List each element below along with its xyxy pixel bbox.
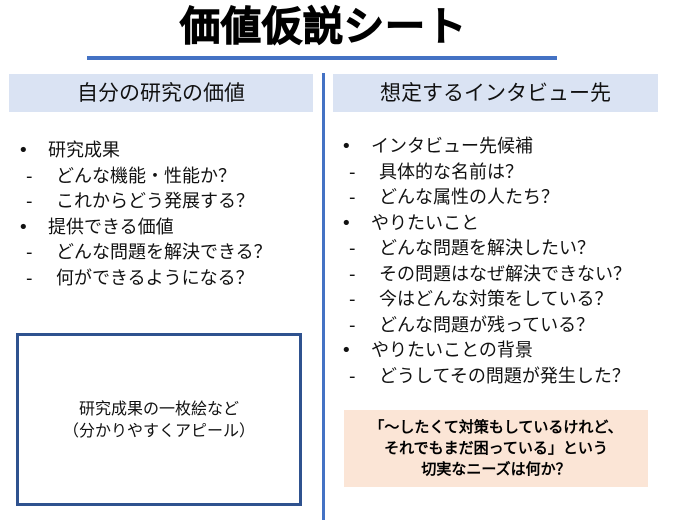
column-divider [322, 73, 325, 520]
research-value-list: •研究成果 -どんな機能・性能か？ -これからどう発展する？ •提供できる価値 … [18, 138, 272, 291]
list-item: • やりたいことの背景 [341, 338, 631, 364]
dash-icon: - [26, 242, 33, 263]
list-item-text: 具体的な名前は？ [379, 161, 523, 183]
list-item: - どんな機能・性能か？ [18, 164, 272, 190]
list-item-text: 研究成果 [48, 140, 120, 161]
list-item-text: どんな問題を解決できる？ [56, 242, 272, 263]
list-item: - 何ができるようになる？ [18, 266, 272, 292]
research-image-placeholder: 研究成果の一枚絵など （分かりやすくアピール） [16, 333, 302, 506]
list-item: - どんな属性の人たち？ [341, 185, 631, 211]
list-item-text: その問題はなぜ解決できない？ [379, 263, 631, 285]
page-title: 価値仮説シート [179, 3, 467, 50]
list-item-text: 提供できる価値 [48, 216, 174, 238]
right-column-header: 想定するインタビュー先 [333, 74, 658, 112]
callout-line2: それでもまだ困っている」という [384, 439, 608, 457]
bullet-icon: • [341, 340, 352, 361]
dash-icon: - [349, 289, 356, 310]
dash-icon: - [26, 191, 33, 212]
list-item-text: どんな機能・性能か？ [56, 165, 236, 187]
list-item-text: どんな属性の人たち？ [379, 187, 559, 208]
interviewee-list: • インタビュー先候補 - 具体的な名前は？ - どんな属性の人たち？ • やりたいこと… [341, 134, 631, 389]
list-item: • 研究成果 [18, 138, 272, 164]
list-item: - 今はどんな対策をしている？ [341, 287, 631, 313]
list-item: - これからどう発展する？ [18, 189, 272, 215]
list-item-text: どんな問題が残っている？ [379, 314, 595, 336]
callout-line3: 切実なニーズは何か？ [421, 460, 571, 478]
list-item-text: インタビュー先候補 [371, 136, 533, 157]
dash-icon: - [349, 365, 356, 387]
list-item: • 提供できる価値 [18, 215, 272, 241]
list-item-text: どうしてその問題が発生した？ [379, 365, 630, 387]
list-item-text: どんな問題を解決したい？ [379, 238, 595, 259]
dash-icon: - [349, 161, 356, 183]
bullet-icon: • [18, 216, 29, 238]
list-item: - どんな問題を解決できる？ [18, 240, 272, 266]
list-item: - どんな問題を解決したい？ [341, 236, 631, 262]
dash-icon: - [26, 267, 33, 289]
title-underline [87, 56, 557, 60]
dash-icon: - [349, 238, 356, 259]
bullet-icon: • [18, 140, 29, 161]
image-placeholder-line1: 研究成果の一枚絵など [78, 398, 239, 418]
list-item: • インタビュー先候補 [341, 134, 631, 160]
bullet-icon: • [341, 212, 352, 234]
needs-callout: 「～したくて対策もしているけれど、 それでもまだ困っている」という 切実なニーズ… [344, 410, 648, 487]
list-item: • やりたいこと [341, 211, 631, 237]
dash-icon: - [349, 314, 356, 336]
dash-icon: - [26, 165, 33, 187]
list-item: - どんな問題が残っている？ [341, 313, 631, 339]
list-item-text: 今はどんな対策をしている？ [379, 289, 613, 310]
left-column-header: 自分の研究の価値 [9, 74, 313, 112]
bullet-icon: • [341, 136, 352, 157]
list-item: - どうしてその問題が発生した？ [341, 364, 631, 390]
image-placeholder-line2: （分かりやすくアピール） [62, 420, 255, 440]
list-item-text: これからどう発展する？ [56, 191, 254, 212]
list-item-text: 何ができるようになる？ [56, 267, 254, 289]
dash-icon: - [349, 263, 356, 285]
list-item: - その問題はなぜ解決できない？ [341, 262, 631, 288]
list-item-text: やりたいこと [371, 212, 479, 234]
dash-icon: - [349, 187, 356, 208]
list-item-text: やりたいことの背景 [371, 340, 533, 361]
callout-line1: 「～したくて対策もしているけれど、 [369, 418, 623, 436]
list-item: - 具体的な名前は？ [341, 160, 631, 186]
